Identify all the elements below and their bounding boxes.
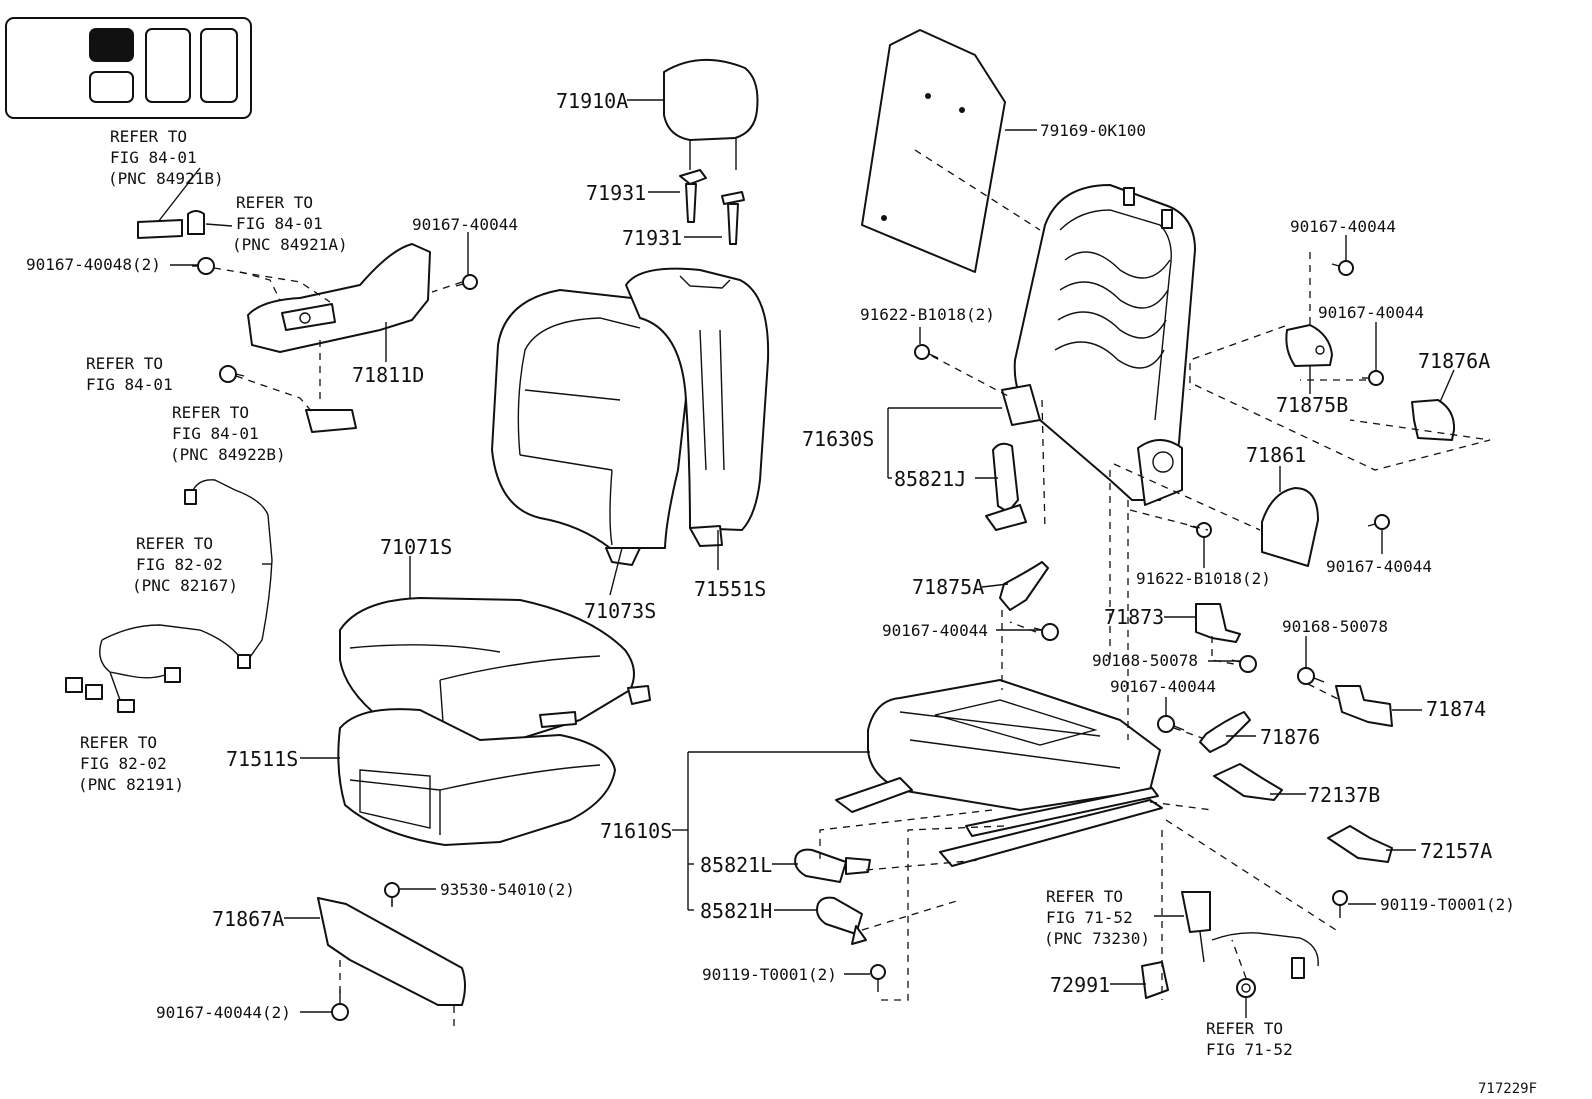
label-91622-B1018-bot: 91622-B1018(2) — [1136, 569, 1271, 588]
label-71931-a: 71931 — [586, 181, 646, 205]
bolt-icon — [219, 365, 245, 383]
seat-position-indicator — [5, 17, 252, 119]
seatback-cover-71073S — [491, 289, 690, 566]
label-71876: 71876 — [1260, 725, 1320, 749]
label-71875B: 71875B — [1276, 393, 1348, 417]
seat-adjuster-frame-71610S — [835, 679, 1163, 867]
label-71610S: 71610S — [600, 819, 672, 843]
cushion-pad-71511S — [337, 708, 616, 846]
bolt-icon — [1033, 623, 1059, 641]
refer-84921A: REFER TO FIG 84-01 (PNC 84921A) — [232, 193, 348, 254]
label-72157A: 72157A — [1420, 839, 1492, 863]
bolt-icon — [1367, 514, 1390, 530]
label-90167-40044-bot: 90167-40044(2) — [156, 1003, 291, 1022]
motor-85821H — [816, 896, 867, 945]
back-board-79169-0K100 — [861, 29, 1006, 273]
label-85821L: 85821L — [700, 853, 772, 877]
label-93530-54010: 93530-54010(2) — [440, 880, 575, 899]
label-90167-40044-top: 90167-40044 — [412, 215, 518, 234]
bracket-71874 — [1335, 685, 1393, 727]
label-72137B: 72137B — [1308, 783, 1380, 807]
label-71511S: 71511S — [226, 747, 298, 771]
cover-71875B — [1285, 324, 1333, 367]
refer-82191: REFER TO FIG 82-02 (PNC 82191) — [78, 733, 184, 794]
wire-harness-82167 — [184, 479, 273, 669]
refer-73230: REFER TO FIG 71-52 (PNC 73230) — [1044, 887, 1150, 948]
cover-71861 — [1261, 487, 1319, 567]
front-cover-71867A — [317, 897, 466, 1006]
cover-71876 — [1199, 711, 1251, 753]
label-71630S: 71630S — [802, 427, 874, 451]
label-71073S: 71073S — [584, 599, 656, 623]
bolt-icon — [1231, 655, 1257, 673]
motor-85821L — [794, 848, 871, 883]
refer-84-01: REFER TO FIG 84-01 — [86, 354, 173, 394]
bolt-icon — [1297, 667, 1325, 685]
bolt-icon — [455, 274, 478, 290]
label-71861: 71861 — [1246, 443, 1306, 467]
refer-84921B: REFER TO FIG 84-01 (PNC 84921B) — [108, 127, 224, 188]
bolt-icon — [870, 964, 886, 992]
diagram-id: 717229F — [1478, 1081, 1537, 1097]
label-71867A: 71867A — [212, 907, 284, 931]
label-71551S: 71551S — [694, 577, 766, 601]
label-71910A: 71910A — [556, 89, 628, 113]
refer-71-52: REFER TO FIG 71-52 — [1206, 1019, 1293, 1059]
cover-71875A — [999, 561, 1049, 611]
label-90168-50078-a: 90168-50078 — [1282, 617, 1388, 636]
label-90119-T0001-left: 90119-T0001(2) — [702, 965, 837, 984]
label-79169-0K100: 79169-0K100 — [1040, 121, 1146, 140]
label-91622-B1018-top: 91622-B1018(2) — [860, 305, 995, 324]
label-85821J: 85821J — [894, 467, 966, 491]
bolt-icon — [1189, 522, 1212, 538]
refer-to-labels: REFER TO FIG 84-01 (PNC 84921B) REFER TO… — [78, 127, 1293, 1059]
label-71811D: 71811D — [352, 363, 424, 387]
selected-seat-icon — [89, 28, 134, 62]
label-71875A: 71875A — [912, 575, 984, 599]
assembly-dashed-lines — [213, 149, 1491, 1030]
bolt-icon — [1331, 260, 1354, 276]
label-72991: 72991 — [1050, 973, 1110, 997]
bolt-icon — [914, 344, 939, 360]
label-90168-50078-b: 90168-50078 — [1092, 651, 1198, 670]
refer-82167: REFER TO FIG 82-02 (PNC 82167) — [132, 534, 238, 595]
wire-harness-82191 — [65, 624, 239, 713]
label-71874: 71874 — [1426, 697, 1486, 721]
bolt-icon — [1332, 890, 1348, 918]
seatbelt-buckle-73230 — [1181, 891, 1319, 979]
bolt-icon — [331, 990, 349, 1021]
label-85821H: 85821H — [700, 899, 772, 923]
part-number-labels: 71910A 71931 71931 79169-0K100 90167-400… — [26, 89, 1537, 1097]
label-71071S: 71071S — [380, 535, 452, 559]
refer-84922B: REFER TO FIG 84-01 (PNC 84922B) — [170, 403, 286, 464]
label-71876A: 71876A — [1418, 349, 1490, 373]
bolt-icon — [192, 257, 215, 275]
label-90167-40048: 90167-40048(2) — [26, 255, 161, 274]
label-90167-40044-m2: 90167-40044 — [1110, 677, 1216, 696]
cover-72137B — [1213, 763, 1283, 801]
label-90119-T0001-right: 90119-T0001(2) — [1380, 895, 1515, 914]
label-90167-40044-mid: 90167-40044 — [882, 621, 988, 640]
cover-71876A — [1411, 399, 1456, 441]
bracket-71873 — [1195, 603, 1241, 643]
cover-72157A — [1327, 825, 1393, 863]
seatback-frame — [1001, 184, 1196, 506]
bolt-icon — [1362, 370, 1384, 386]
seatback-pad-71551S — [625, 267, 770, 547]
cover-72991 — [1141, 961, 1169, 999]
motor-85821J — [985, 442, 1027, 531]
label-71873: 71873 — [1104, 605, 1164, 629]
leader-lines — [157, 99, 1455, 1018]
label-90167-40044-r1: 90167-40044 — [1290, 217, 1396, 236]
label-90167-40044-r3: 90167-40044 — [1326, 557, 1432, 576]
nut-icon — [1236, 978, 1256, 998]
label-90167-40044-r2: 90167-40044 — [1318, 303, 1424, 322]
side-cover-71811D — [137, 210, 431, 433]
headrest-71910A — [663, 59, 759, 245]
label-71931-b: 71931 — [622, 226, 682, 250]
